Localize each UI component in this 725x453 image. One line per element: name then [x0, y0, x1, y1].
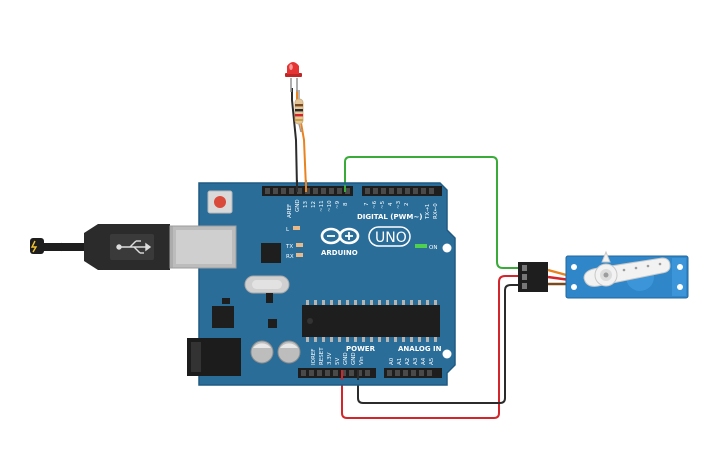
pin-label-a0: A0 — [389, 357, 395, 365]
led-rx — [296, 253, 303, 257]
led-l — [293, 226, 300, 230]
pin-label-a1: A1 — [397, 358, 403, 365]
pin-label-a5: A5 — [429, 357, 435, 365]
wire-pin9-to-servo-signal[interactable] — [344, 156, 520, 269]
led-on-label: ON — [429, 245, 437, 251]
pin-label-2: 2 — [404, 203, 410, 207]
servo-mount-hole — [677, 284, 683, 290]
resistor-band-1 — [295, 104, 303, 107]
uno-model-label: UNO — [375, 230, 407, 246]
pin-label-ioref: IOREF — [311, 349, 317, 365]
pin-label-gnd-2: GND — [351, 352, 357, 365]
analog-header-label: ANALOG IN — [398, 345, 442, 353]
power-header-label: POWER — [346, 345, 376, 353]
wire-gnd-to-servo-ground[interactable] — [357, 284, 520, 404]
led-dome — [287, 62, 299, 74]
usb-cable-wire — [44, 243, 84, 251]
analog-pin-labels: A0 A1 A2 A3 A4 A5 — [389, 357, 435, 365]
pin-label-5: ~5 — [380, 200, 386, 209]
analog-header — [384, 368, 442, 378]
servo-mount-hole — [677, 264, 683, 270]
pin-label-vin: Vin — [359, 356, 365, 365]
mounting-hole — [442, 243, 452, 253]
led-highlight — [289, 64, 293, 70]
digital-header — [262, 186, 442, 196]
pin-label-a4: A4 — [421, 357, 427, 365]
wire-5v-to-servo-power[interactable] — [341, 275, 520, 419]
pin-label-4: 4 — [388, 202, 394, 206]
pin-label-tx1: TX→1 — [425, 204, 431, 220]
pin-label-10: ~10 — [327, 200, 333, 212]
pin-label-11: ~11 — [319, 200, 325, 212]
servo-horn[interactable] — [583, 250, 671, 287]
uno-badge — [368, 226, 411, 247]
pin-label-13: 13 — [303, 201, 309, 208]
voltage-regulator — [212, 306, 234, 328]
pin-label-5v: 5V — [335, 358, 341, 365]
arduino-uno-board[interactable]: AREF GND 13 12 ~11 ~10 ~9 8 7 ~6 ~5 4 ~3… — [171, 182, 456, 386]
reset-button-cap — [214, 196, 226, 208]
pin-label-rx0: RX←0 — [433, 203, 439, 219]
usb-icon — [116, 240, 152, 254]
arduino-logo-icon — [320, 227, 360, 245]
pin-label-reset: RESET — [319, 347, 325, 365]
pin-label-8: 8 — [343, 202, 349, 206]
pin-label-12: 12 — [311, 201, 317, 208]
resistor-band-4 — [295, 119, 303, 121]
power-pin-labels: IOREF RESET 3.3V 5V GND GND Vin — [311, 347, 365, 365]
wires — [291, 88, 520, 419]
mounting-hole — [442, 349, 452, 359]
resistor-band-3 — [295, 114, 303, 117]
arduino-brand-label: ARDUINO — [321, 249, 358, 257]
digital-header-label: DIGITAL (PWM~) — [357, 213, 422, 221]
red-led[interactable] — [285, 62, 302, 92]
usb-interface-chip — [261, 243, 281, 263]
led-rx-label: RX — [286, 254, 294, 260]
servo-mount-hole — [571, 284, 577, 290]
servo-mount-hole — [571, 264, 577, 270]
servo-motor[interactable] — [518, 250, 689, 299]
atmega-microcontroller — [302, 305, 440, 337]
resistor-band-2 — [295, 109, 303, 112]
wire-endpoints — [296, 180, 359, 380]
lightning-icon — [30, 240, 38, 253]
led-on — [415, 244, 427, 248]
wire-resistor-to-gnd[interactable] — [291, 88, 298, 189]
pin-label-6: ~6 — [372, 200, 378, 209]
digital-pin-labels: AREF GND 13 12 ~11 ~10 ~9 8 7 ~6 ~5 4 ~3… — [287, 199, 439, 220]
pin-label-gnd: GND — [295, 199, 301, 212]
pin-label-7: 7 — [364, 202, 370, 206]
pin-label-9: ~9 — [335, 200, 341, 209]
led-tx — [296, 243, 303, 247]
resistor[interactable] — [294, 90, 304, 133]
led-l-label: L — [286, 227, 290, 233]
power-header — [298, 368, 376, 378]
pin-label-aref: AREF — [287, 204, 293, 218]
pin-label-3v3: 3.3V — [327, 352, 333, 365]
pin-label-gnd-1: GND — [343, 352, 349, 365]
pin-label-3: ~3 — [396, 200, 402, 209]
pin-label-a2: A2 — [405, 358, 411, 365]
pin-label-a3: A3 — [413, 357, 419, 365]
led-tx-label: TX — [285, 244, 293, 250]
